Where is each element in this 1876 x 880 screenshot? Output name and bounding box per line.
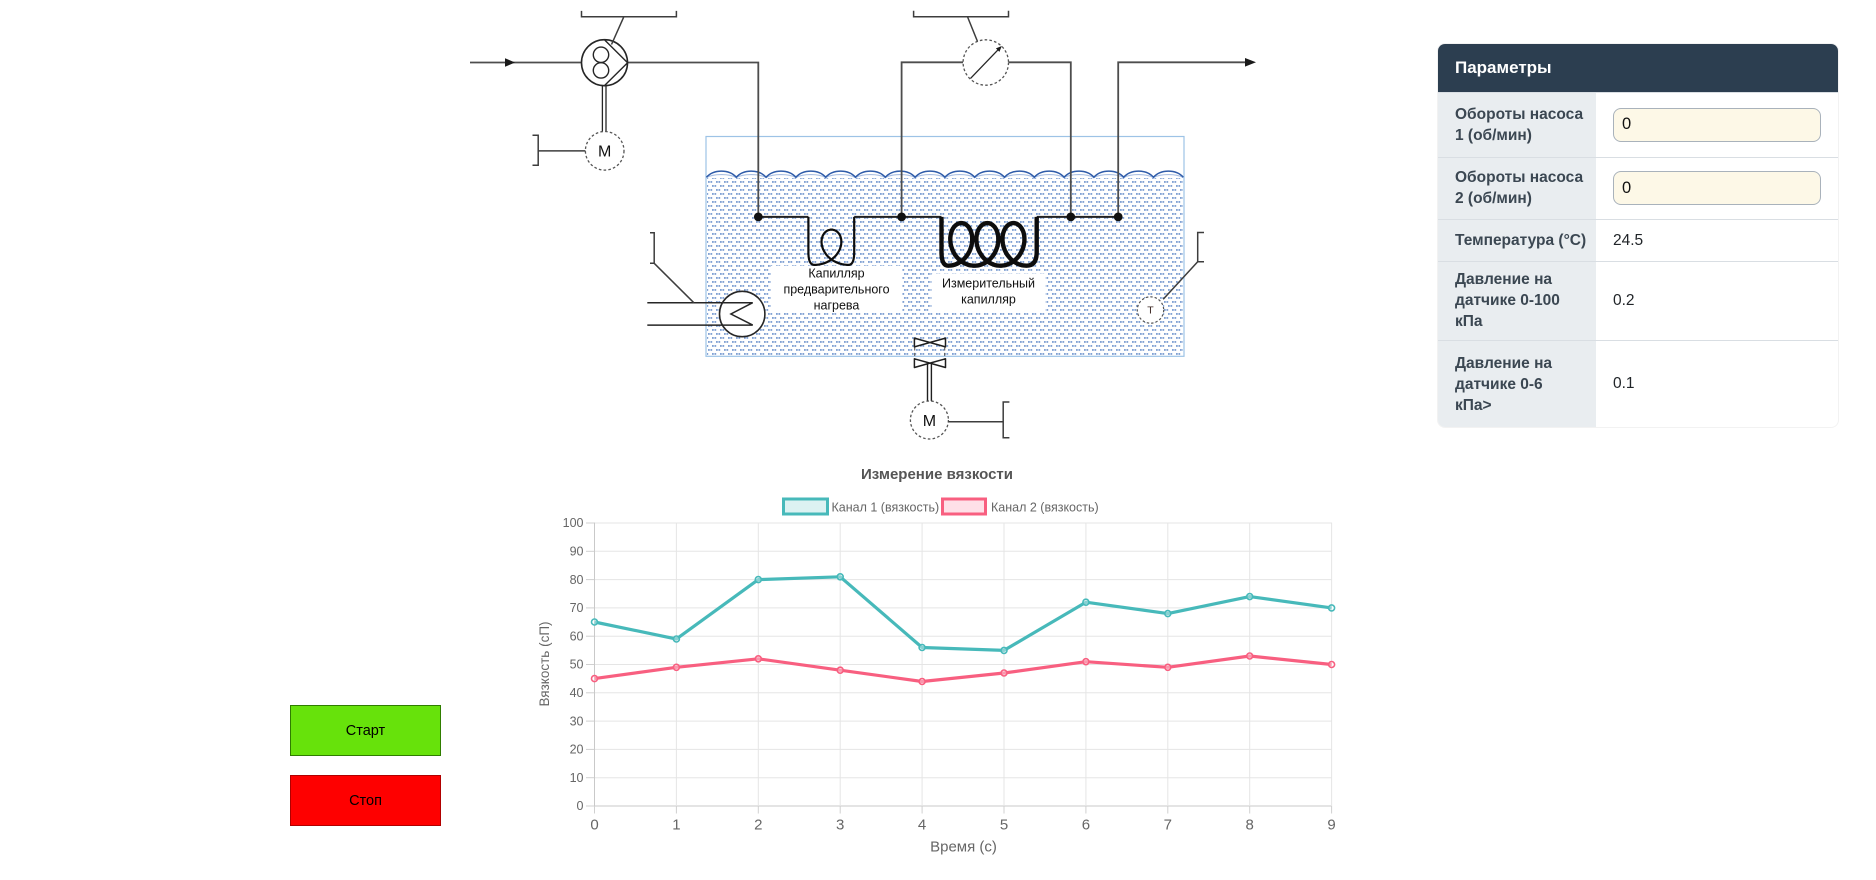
svg-text:8: 8 xyxy=(1246,817,1254,834)
svg-text:предварительного: предварительного xyxy=(783,283,889,297)
svg-text:50: 50 xyxy=(570,658,584,672)
svg-text:3: 3 xyxy=(836,817,844,834)
svg-text:70: 70 xyxy=(570,601,584,615)
svg-text:0: 0 xyxy=(577,799,584,813)
svg-text:Канал 2 (вязкость): Канал 2 (вязкость) xyxy=(991,501,1099,515)
svg-text:Измерительный: Измерительный xyxy=(942,277,1035,291)
svg-text:30: 30 xyxy=(570,714,584,728)
svg-text:90: 90 xyxy=(570,545,584,559)
svg-text:6: 6 xyxy=(1082,817,1090,834)
svg-text:100: 100 xyxy=(563,516,584,530)
svg-text:20: 20 xyxy=(570,743,584,757)
svg-text:80: 80 xyxy=(570,573,584,587)
svg-text:4: 4 xyxy=(918,817,926,834)
svg-text:Время (с): Время (с) xyxy=(930,839,997,856)
svg-text:0: 0 xyxy=(590,817,598,834)
svg-text:5: 5 xyxy=(1000,817,1008,834)
svg-text:нагрева: нагрева xyxy=(814,299,860,313)
svg-text:капилляр: капилляр xyxy=(961,293,1016,307)
svg-text:Вязкость (сП): Вязкость (сП) xyxy=(537,621,552,706)
svg-text:М: М xyxy=(923,413,936,430)
svg-text:1: 1 xyxy=(672,817,680,834)
svg-text:2: 2 xyxy=(754,817,762,834)
svg-text:40: 40 xyxy=(570,686,584,700)
svg-text:М: М xyxy=(598,144,611,161)
svg-text:Капилляр: Капилляр xyxy=(808,267,864,281)
svg-text:60: 60 xyxy=(570,629,584,643)
svg-text:7: 7 xyxy=(1164,817,1172,834)
svg-text:9: 9 xyxy=(1327,817,1335,834)
svg-text:Канал 1 (вязкость): Канал 1 (вязкость) xyxy=(832,501,940,515)
svg-text:Т: Т xyxy=(1147,305,1154,317)
svg-text:10: 10 xyxy=(570,771,584,785)
svg-text:Измерение вязкости: Измерение вязкости xyxy=(861,466,1013,483)
